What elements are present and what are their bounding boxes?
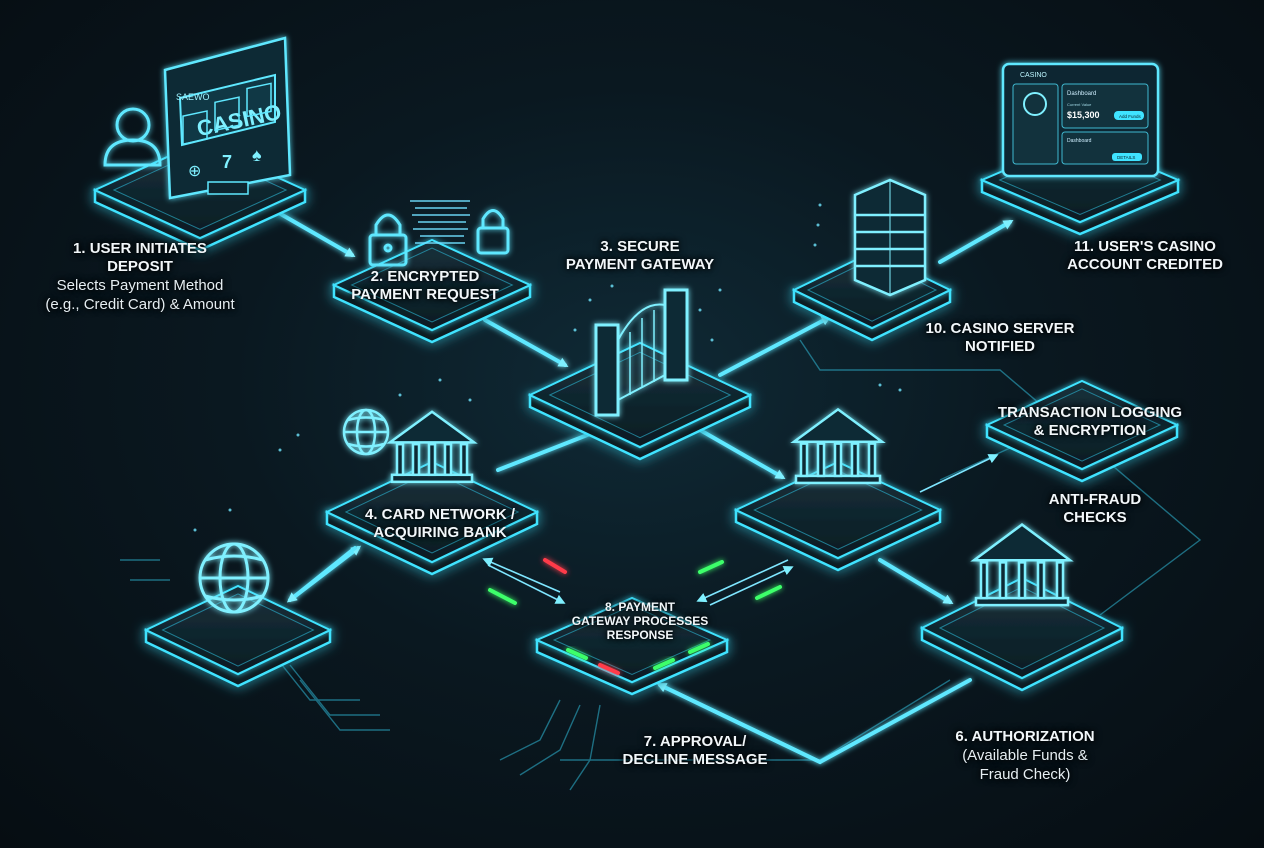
slot-symbol-2: 7 xyxy=(222,152,232,172)
status-led xyxy=(598,663,620,675)
step-11-title-l1: 11. USER'S CASINO xyxy=(1074,238,1216,255)
lock-icon xyxy=(368,213,408,267)
platform-step-8 xyxy=(534,596,730,696)
add-funds-button: Add Funds xyxy=(1119,114,1142,119)
anti-fraud-label: ANTI-FRAUD CHECKS xyxy=(1035,491,1155,527)
step-1-title-l1: 1. USER INITIATES xyxy=(73,240,207,257)
lock-icon xyxy=(476,209,510,255)
step-4-title-l1: 4. CARD NETWORK / xyxy=(365,506,515,523)
bank-icon-issuer xyxy=(790,407,886,485)
casino-monitor: SAEWO CASINO ⊕ 7 ♠ xyxy=(163,36,292,200)
anti-fraud-title-l2: CHECKS xyxy=(1063,509,1127,526)
step-2-label: 2. ENCRYPTED PAYMENT REQUEST xyxy=(335,268,515,304)
step-6-desc-l1: (Available Funds & xyxy=(962,747,1088,764)
avatar xyxy=(1023,92,1047,116)
step-4-title-l2: ACQUIRING BANK xyxy=(373,524,507,541)
step-1-label: 1. USER INITIATES DEPOSIT Selects Paymen… xyxy=(30,240,250,314)
platform-step-2 xyxy=(331,238,533,344)
server-rack-icon xyxy=(853,178,927,297)
step-7-title-l1: 7. APPROVAL/ xyxy=(643,733,747,750)
gate-icon xyxy=(594,288,689,417)
bank-icon-authorization xyxy=(970,523,1074,607)
step-10-title-l2: NOTIFIED xyxy=(965,338,1035,355)
step-11-title-l2: ACCOUNT CREDITED xyxy=(1067,256,1223,273)
step-6-label: 6. AUTHORIZATION (Available Funds & Frau… xyxy=(935,728,1115,784)
status-led xyxy=(688,642,710,654)
step-3-label: 3. SECURE PAYMENT GATEWAY xyxy=(550,238,730,274)
slot-symbol-3: ♠ xyxy=(252,145,262,165)
user-icon xyxy=(103,107,162,167)
dashboard-header: Dashboard xyxy=(1067,91,1096,97)
step-10-label: 10. CASINO SERVER NOTIFIED xyxy=(905,320,1095,356)
step-8-title-l2: GATEWAY PROCESSES xyxy=(571,614,709,628)
step-7-label: 7. APPROVAL/ DECLINE MESSAGE xyxy=(605,733,785,769)
status-led xyxy=(653,658,675,670)
step-3-title-l2: PAYMENT GATEWAY xyxy=(565,256,715,273)
logging-title-l2: & ENCRYPTION xyxy=(1033,422,1147,439)
step-6-desc-l2: Fraud Check) xyxy=(979,766,1071,783)
step-4-label: 4. CARD NETWORK / ACQUIRING BANK xyxy=(355,506,525,542)
slot-symbol-1: ⊕ xyxy=(188,163,201,180)
step-6-title-l1: 6. AUTHORIZATION xyxy=(955,728,1095,745)
globe-icon xyxy=(198,542,270,614)
logging-label: TRANSACTION LOGGING & ENCRYPTION xyxy=(995,404,1185,440)
bank-icon-acquiring xyxy=(386,410,478,484)
dashboard-app-name: CASINO xyxy=(1020,72,1047,79)
status-led xyxy=(566,648,588,660)
step-11-label: 11. USER'S CASINO ACCOUNT CREDITED xyxy=(1050,238,1240,274)
dashboard-section: Dashboard xyxy=(1067,138,1092,144)
balance-label: Current Value xyxy=(1067,102,1092,107)
platform-step-4 xyxy=(324,460,540,576)
monitor-brand: SAEWO xyxy=(176,92,210,102)
step-2-title-l2: PAYMENT REQUEST xyxy=(351,286,499,303)
step-7-title-l2: DECLINE MESSAGE xyxy=(622,751,768,768)
signal-dashes xyxy=(488,558,782,605)
platform-logging xyxy=(984,379,1180,483)
step-8-label: 8. PAYMENT GATEWAY PROCESSES RESPONSE xyxy=(555,600,725,642)
binary-stream xyxy=(410,200,470,244)
step-3-title-l1: 3. SECURE xyxy=(600,238,680,255)
step-1-desc-l2: (e.g., Credit Card) & Amount xyxy=(45,296,235,313)
balance-value: $15,300 xyxy=(1067,110,1100,120)
dashboard-screen: CASINO Dashboard Current Value $15,300 A… xyxy=(1001,62,1160,178)
step-8-title-l1: 8. PAYMENT xyxy=(604,600,676,614)
thin-connectors xyxy=(482,454,999,606)
step-1-desc-l1: Selects Payment Method xyxy=(56,277,224,294)
logging-title-l1: TRANSACTION LOGGING xyxy=(997,404,1183,421)
globe-icon xyxy=(342,408,390,456)
particles xyxy=(193,203,902,532)
step-1-title-l2: DEPOSIT xyxy=(107,258,173,275)
step-8-title-l3: RESPONSE xyxy=(606,628,674,642)
banks xyxy=(386,407,1074,607)
step-2-title-l1: 2. ENCRYPTED xyxy=(370,268,480,285)
step-10-title-l1: 10. CASINO SERVER xyxy=(925,320,1075,337)
details-button: DETAILS xyxy=(1117,155,1135,160)
anti-fraud-title-l1: ANTI-FRAUD xyxy=(1048,491,1142,508)
